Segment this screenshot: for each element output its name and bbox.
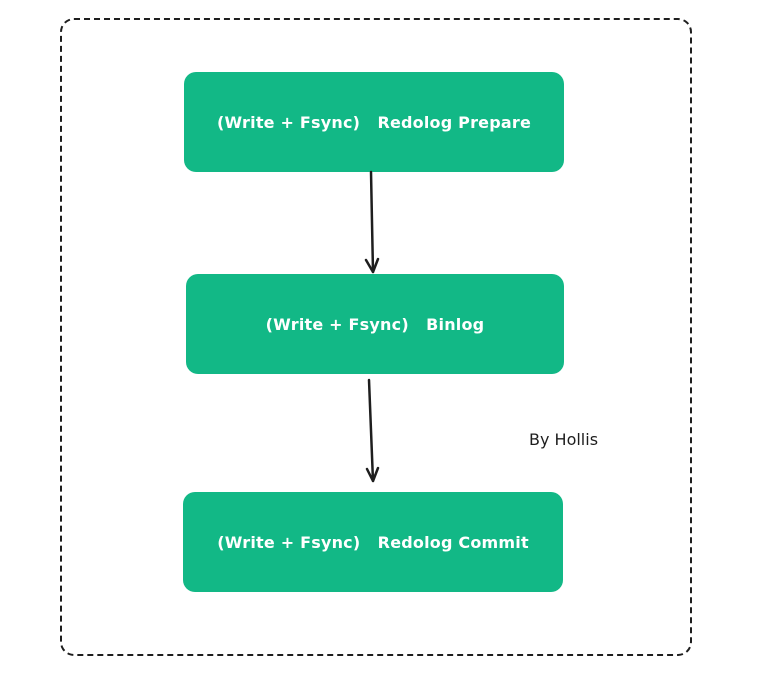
step-redolog-commit: (Write + Fsync) Redolog Commit xyxy=(183,492,563,592)
step-redolog-commit-label: (Write + Fsync) Redolog Commit xyxy=(217,532,529,552)
dashed-container-frame xyxy=(60,18,692,656)
step-binlog: (Write + Fsync) Binlog xyxy=(186,274,564,374)
step-redolog-prepare-label: (Write + Fsync) Redolog Prepare xyxy=(216,112,532,132)
author-note: By Hollis xyxy=(529,430,599,449)
step-redolog-prepare: (Write + Fsync) Redolog Prepare xyxy=(184,72,564,172)
step-binlog-label: (Write + Fsync) Binlog xyxy=(265,314,485,334)
